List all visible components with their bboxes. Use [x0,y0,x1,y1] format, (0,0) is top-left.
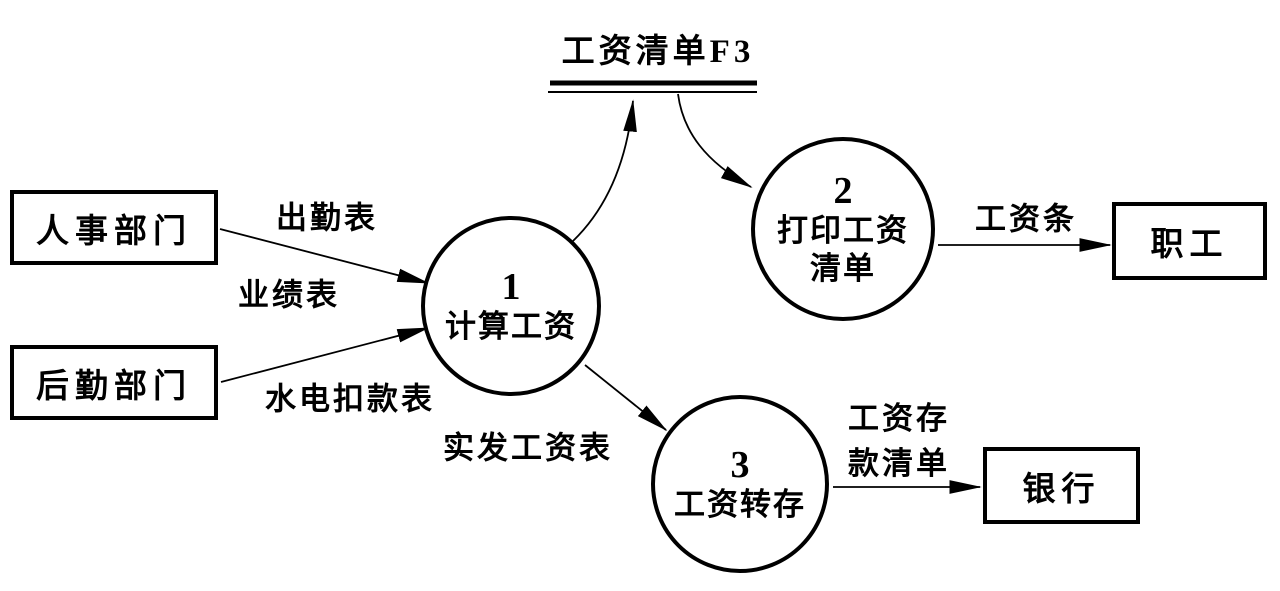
entity-logistics-label: 后勤部门 [36,368,192,405]
entity-logistics-dept: 后勤部门 [10,345,218,420]
flow-label-pay-slip: 工资条 [975,201,1077,237]
entity-personnel-dept: 人事部门 [10,190,218,265]
flow-label-salary-deposit-line1: 工资存 [848,401,950,436]
process-3-salary-transfer: 3 工资转存 [651,395,829,573]
entity-bank: 银行 [983,447,1140,524]
flow-utility-deduction-arrow [220,327,430,383]
flow-label-salary-deposit: 工资存 款清单 [848,396,950,486]
process-3-name: 工资转存 [674,487,806,522]
flow-label-salary-deposit-line2: 款清单 [848,446,950,481]
process-2-name-line1: 打印工资 [777,213,909,248]
process-2-number: 2 [833,170,853,212]
entity-bank-label: 银行 [1022,471,1101,508]
process-3-number: 3 [730,444,750,486]
flow-net-salary-arrow [584,364,668,432]
flow-label-performance: 业绩表 [238,277,340,313]
process-1-name: 计算工资 [445,309,577,344]
process-1-calc-salary: 1 计算工资 [421,216,601,396]
process-2-print-payroll: 2 打印工资 清单 [751,137,935,321]
entity-staff-label: 职工 [1150,227,1229,263]
flow-label-net-salary: 实发工资表 [443,430,613,466]
entity-personnel-label: 人事部门 [36,213,192,250]
datastore-payroll-list-label: 工资清单F3 [561,34,755,70]
entity-staff: 职工 [1112,202,1267,280]
process-2-name-line2: 清单 [810,251,876,286]
flow-label-utility-deduction: 水电扣款表 [265,381,435,417]
flow-p1-to-datastore-arrow [572,99,637,242]
flow-datastore-to-p2-arrow [677,93,753,188]
flow-attendance-arrow [219,228,430,284]
process-1-number: 1 [501,266,521,308]
flow-label-attendance: 出勤表 [276,200,378,236]
